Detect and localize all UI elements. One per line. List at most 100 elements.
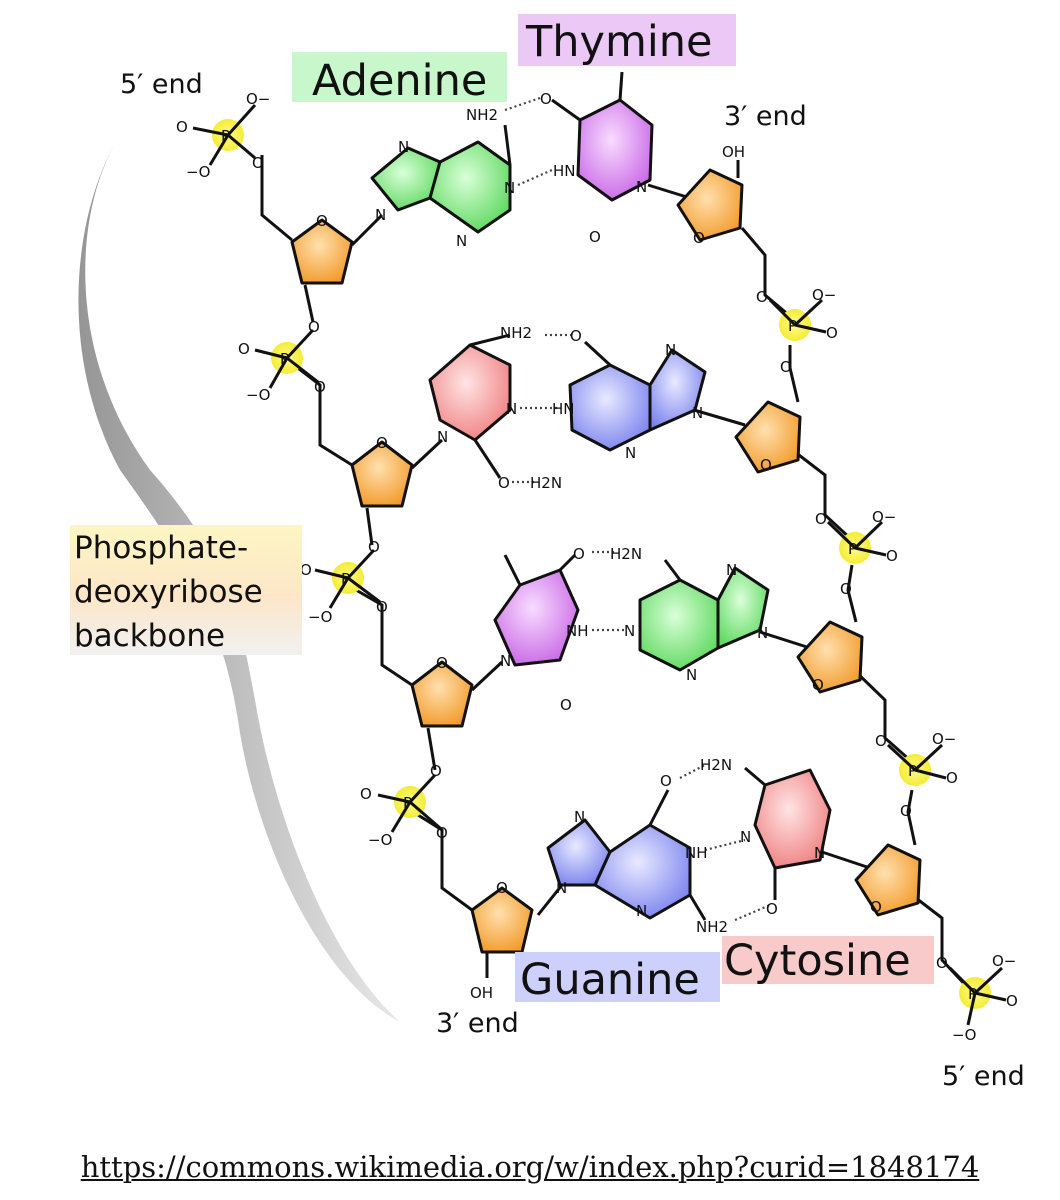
atom-label: NH [566, 622, 589, 640]
atom-label: N [574, 808, 585, 826]
atom-label: NH2 [466, 106, 498, 124]
atom-label: P [280, 350, 289, 368]
atom-label: O− [812, 286, 836, 304]
atom-label: NH2 [500, 324, 532, 342]
atom-label: O [780, 358, 792, 376]
five-prime-end-bottom: 5′ end [942, 1061, 1025, 1092]
cytosine-base-bottom [753, 768, 832, 870]
atom-label: NH2 [696, 918, 728, 936]
atom-label: O [300, 561, 312, 579]
atom-label: N [506, 400, 517, 418]
atom-label: O [936, 954, 948, 972]
atom-label: O [815, 510, 827, 528]
guanine-base-bottom [546, 818, 692, 920]
atom-label: O [660, 772, 672, 790]
atom-label: O [430, 762, 442, 780]
atom-label: O [368, 538, 380, 556]
atom-label: N [726, 561, 737, 579]
atom-label: N [456, 232, 467, 250]
atom-label: O [570, 327, 582, 345]
atom-label: O [436, 824, 448, 842]
atom-label: O [946, 769, 958, 787]
atom-label: O [760, 456, 772, 474]
adenine-label-bg [292, 52, 507, 102]
backbone-label-line1: Phosphate- [74, 530, 248, 566]
atom-label: O [376, 434, 388, 452]
atom-label: O [360, 785, 372, 803]
atom-label: H2N [700, 756, 732, 774]
backbone-label-bg [70, 525, 302, 655]
atom-label: N [636, 902, 647, 920]
end-labels: 5′ end 3′ end 3′ end 5′ end [120, 69, 1025, 1092]
atom-label: N [556, 879, 567, 897]
adenine-base-top [370, 140, 512, 234]
atom-labels: O− O P −O O O O O P −O O O O O P −O O O … [176, 90, 1018, 1044]
five-prime-end-top: 5′ end [120, 69, 203, 100]
atom-label: N [624, 622, 635, 640]
source-link[interactable]: https://commons.wikimedia.org/w/index.ph… [80, 1150, 980, 1184]
atom-label: P [403, 794, 412, 812]
atom-label: P [788, 317, 797, 335]
atom-label: N [625, 444, 636, 462]
atom-label: −O [308, 608, 332, 626]
guanine-base-row2 [568, 348, 707, 452]
atom-label: N [636, 178, 647, 196]
thymine-base-row3 [493, 554, 580, 667]
guanine-label-bg [515, 952, 720, 1002]
atom-label: −O [952, 1026, 976, 1044]
base-labels: Adenine Thymine Guanine Cytosine [292, 14, 934, 1005]
atom-label: N [504, 179, 515, 197]
atom-label: O [1006, 992, 1018, 1010]
atom-label: P [341, 570, 350, 588]
atom-label: N [814, 844, 825, 862]
atom-label: OH [470, 984, 493, 1002]
atom-label: O [540, 90, 552, 108]
atom-label: O [589, 228, 601, 246]
atom-label: O [314, 378, 326, 396]
backbone-label-line3: backbone [74, 618, 225, 654]
atom-label: −O [186, 163, 210, 181]
atom-label: N [398, 138, 409, 156]
thymine-label-bg [518, 14, 736, 66]
cytosine-label: Cytosine [724, 936, 911, 986]
cytosine-label-bg [722, 936, 934, 984]
glycosidic-bonds [350, 183, 871, 916]
atom-label: O [766, 900, 778, 918]
adenine-label: Adenine [312, 56, 487, 106]
atom-label: O [812, 676, 824, 694]
backbone-label: Phosphate- deoxyribose backbone [70, 525, 302, 655]
sugar-ring [410, 660, 474, 728]
adenine-base-row3 [638, 566, 770, 672]
atom-label: O [826, 324, 838, 342]
atom-label: P [221, 127, 230, 145]
atom-label: H2N [530, 474, 562, 492]
sugar-ring [470, 886, 534, 954]
three-prime-end-top: 3′ end [724, 101, 807, 132]
hydrogen-bonds [469, 96, 777, 922]
cytosine-base-row2 [428, 343, 512, 442]
atom-label: O [376, 598, 388, 616]
atom-label: −O [246, 386, 270, 404]
atom-label: O [498, 474, 510, 492]
atom-label: N [757, 624, 768, 642]
atom-label: N [500, 652, 511, 670]
atom-label: O [756, 288, 768, 306]
sugar-ring [676, 168, 744, 242]
sugar-ring [734, 400, 802, 474]
phosphate-groups [192, 103, 1007, 1026]
atom-label: O [308, 318, 320, 336]
atom-label: O− [932, 730, 956, 748]
atom-label: O [573, 545, 585, 563]
atom-label: O [560, 696, 572, 714]
backbone-label-line2: deoxyribose [74, 574, 263, 610]
sugar-ring [854, 843, 922, 917]
sugar-ring [796, 620, 864, 694]
atom-label: O [238, 340, 250, 358]
atom-label: O [436, 654, 448, 672]
sugar-ring [350, 440, 414, 508]
atom-label: P [908, 762, 917, 780]
thymine-base-top [576, 71, 654, 202]
atom-label: O− [246, 90, 270, 108]
atom-label: O [875, 732, 887, 750]
atom-label: OH [722, 143, 745, 161]
